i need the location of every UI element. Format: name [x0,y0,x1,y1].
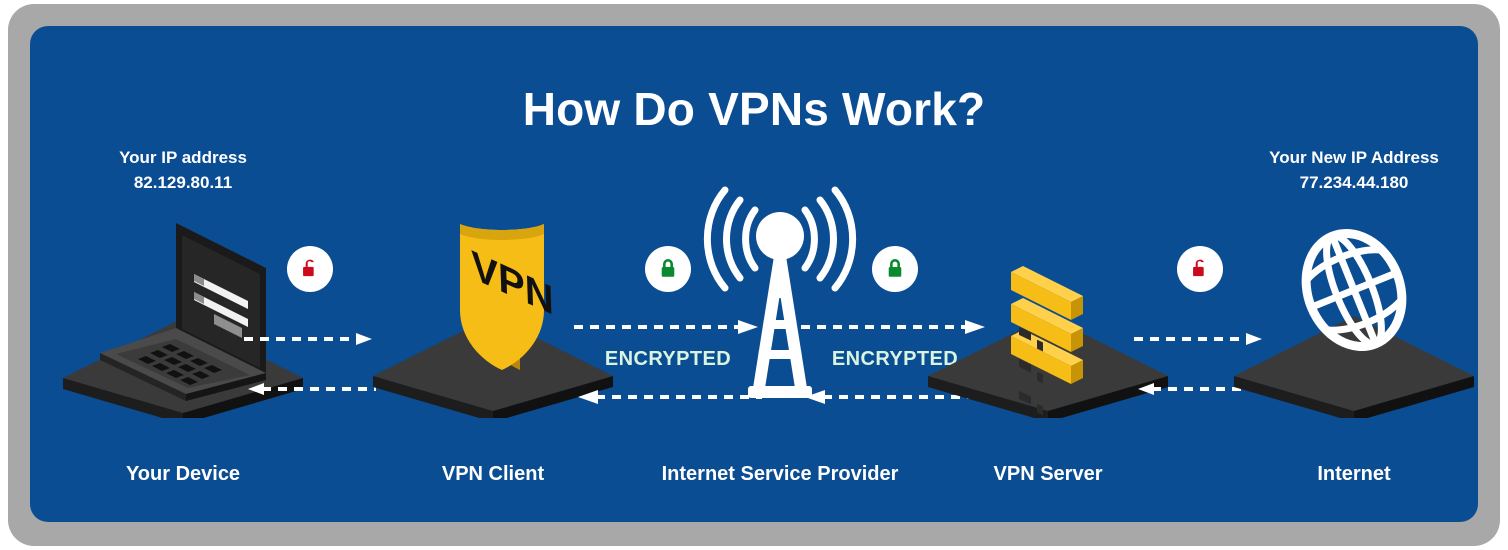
connector-isp-to-server: ENCRYPTED [795,246,995,426]
new-ip-address-label: Your New IP Address [1269,148,1439,167]
locked-padlock-icon-2 [872,246,918,292]
your-ip-address-value: 82.129.80.11 [133,172,233,192]
node-device: Your IP address 82.129.80.11 [58,146,308,486]
connector-device-to-client [230,246,390,426]
connector-client-to-isp: ENCRYPTED [568,246,768,426]
arrow-forward-4 [1120,332,1280,346]
broadcast-tower-icon [655,174,905,398]
node-label-isp: Internet Service Provider [661,463,899,485]
arrow-forward-2 [568,320,768,334]
infographic-panel: How Do VPNs Work? Your IP address 82.129… [30,26,1478,522]
node-label-vpn-server: VPN Server [993,463,1103,485]
connector-server-to-internet [1120,246,1280,426]
server-rack-icon [923,198,1173,422]
locked-padlock-icon [645,246,691,292]
arrow-forward-3 [795,320,995,334]
node-vpn-client: VPN VPN Client [368,146,618,486]
node-label-internet: Internet [1317,463,1391,485]
arrow-forward-1 [230,332,390,346]
node-internet: Your New IP Address 77.234.44.180 [1229,146,1478,486]
node-vpn-server: VPN Server [923,146,1173,486]
globe-wireframe-icon [1229,198,1478,422]
encrypted-label-left: ENCRYPTED [604,348,732,370]
encrypted-label-right: ENCRYPTED [831,348,959,370]
node-label-device: Your Device [125,463,241,485]
arrow-backward-1 [230,382,390,396]
page-title: How Do VPNs Work? [522,83,986,135]
unlocked-padlock-icon-2 [1177,246,1223,292]
unlocked-padlock-icon [287,246,333,292]
your-ip-address-label: Your IP address [119,148,247,167]
arrow-backward-4 [1120,382,1280,396]
arrow-backward-3 [795,390,995,404]
new-ip-address-block: Your New IP Address 77.234.44.180 [1229,146,1478,195]
vpn-shield-icon: VPN [368,198,618,422]
node-label-vpn-client: VPN Client [441,463,545,485]
new-ip-address-value: 77.234.44.180 [1299,172,1409,192]
laptop-isometric-icon [58,198,308,424]
node-isp: Internet Service Provider [655,146,905,486]
your-ip-address-block: Your IP address 82.129.80.11 [58,146,308,195]
arrow-backward-2 [568,390,768,404]
